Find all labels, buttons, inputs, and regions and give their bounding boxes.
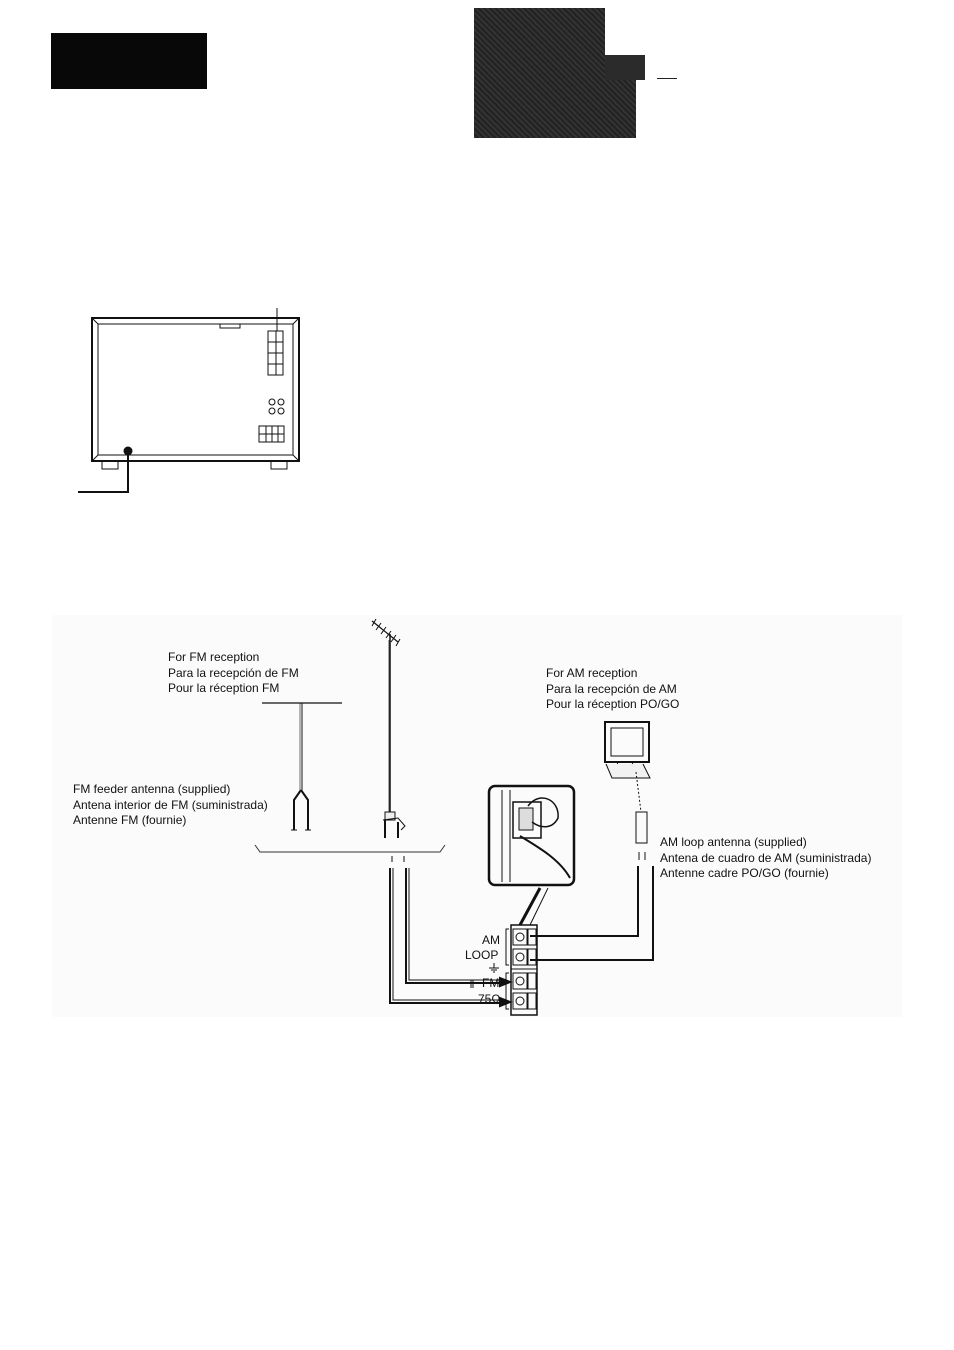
header-dash — [657, 78, 677, 79]
terminal-am-label: AM — [482, 933, 500, 947]
terminal-75ohm-label: 75Ω — [478, 992, 501, 1006]
am-reception-fr: Pour la réception PO/GO — [546, 697, 680, 711]
fm-feeder-antenna-drawing — [262, 702, 342, 831]
terminal-fm-label: FM — [482, 976, 500, 990]
antenna-terminal-block — [469, 924, 538, 1016]
am-loop-antenna-en: AM loop antenna (supplied) — [660, 835, 807, 849]
fm-reception-label: For FM reception Para la recepción de FM… — [168, 650, 299, 697]
connector-bracket — [254, 844, 446, 853]
antenna-diagram-area — [52, 615, 902, 1017]
fm-feeder-antenna-label: FM feeder antenna (supplied) Antena inte… — [73, 782, 268, 829]
terminal-loop-label: LOOP — [465, 948, 499, 962]
outdoor-fm-antenna — [371, 618, 406, 838]
terminal-closeup-inset — [487, 784, 576, 926]
header-grey-notch — [605, 8, 636, 55]
am-reception-label: For AM reception Para la recepción de AM… — [546, 666, 679, 713]
header-grey-step — [605, 55, 645, 80]
unit-rear-panel — [78, 308, 300, 493]
am-loop-antenna-fr: Antenne cadre PO/GO (fournie) — [660, 866, 829, 880]
fm-reception-en: For FM reception — [168, 650, 260, 664]
am-loop-antenna-es: Antena de cuadro de AM (suministrada) — [660, 850, 872, 865]
fm-feeder-antenna-fr: Antenne FM (fournie) — [73, 813, 187, 827]
am-loop-antenna-drawing — [530, 721, 654, 961]
fm-reception-fr: Pour la réception FM — [168, 681, 280, 695]
fm-feeder-antenna-en: FM feeder antenna (supplied) — [73, 782, 231, 796]
am-reception-es: Para la recepción de AM — [546, 681, 677, 696]
fm-reception-es: Para la recepción de FM — [168, 665, 299, 680]
am-reception-en: For AM reception — [546, 666, 638, 680]
am-loop-antenna-label: AM loop antenna (supplied) Antena de cua… — [660, 835, 871, 882]
fm-feeder-antenna-es: Antena interior de FM (suministrada) — [73, 797, 268, 812]
header-black-block — [51, 33, 207, 89]
